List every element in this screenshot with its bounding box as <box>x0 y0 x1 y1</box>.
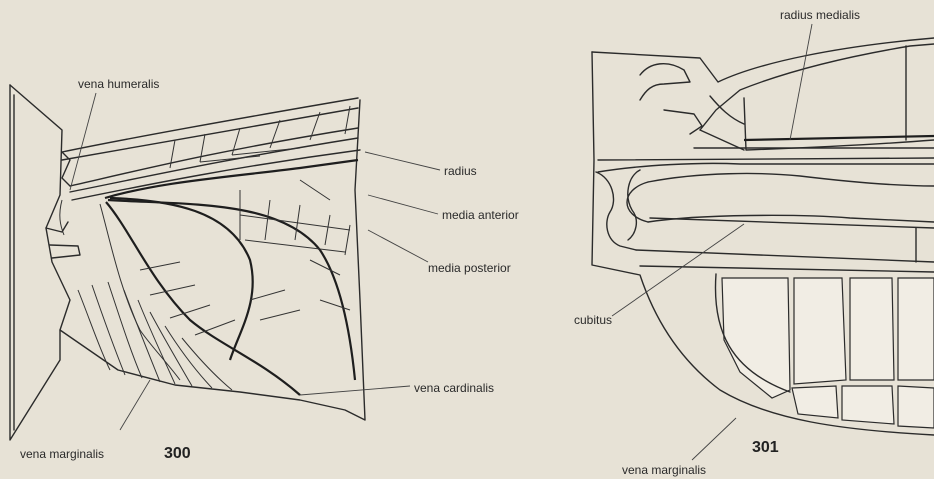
leader-media-posterior <box>368 230 428 262</box>
leader-radius <box>365 152 440 170</box>
figure-number-300: 300 <box>164 445 191 462</box>
figure-300-wing-drawing <box>10 85 365 440</box>
figure-301-leader-lines <box>612 24 812 460</box>
figure-number-301: 301 <box>752 439 779 456</box>
leader-vena-cardinalis <box>300 386 410 395</box>
label-vena-marginalis-300: vena marginalis <box>20 447 104 461</box>
leader-vena-marginalis-301 <box>692 418 736 460</box>
leader-radius-medialis <box>790 24 812 140</box>
leader-vena-humeralis <box>70 93 96 190</box>
label-vena-cardinalis: vena cardinalis <box>414 381 494 395</box>
figure-300-leader-lines <box>70 93 440 430</box>
label-vena-marginalis-301: vena marginalis <box>622 463 706 477</box>
label-radius-medialis: radius medialis <box>780 8 860 22</box>
leader-media-anterior <box>368 195 438 214</box>
label-media-anterior: media anterior <box>442 208 519 222</box>
figure-301-wing-drawing <box>592 38 934 435</box>
label-cubitus: cubitus <box>574 313 612 327</box>
figure-300-labels: vena humeralis radius media anterior med… <box>20 77 519 462</box>
label-media-posterior: media posterior <box>428 261 511 275</box>
label-radius: radius <box>444 164 477 178</box>
label-vena-humeralis: vena humeralis <box>78 77 159 91</box>
leader-vena-marginalis-300 <box>120 380 150 430</box>
